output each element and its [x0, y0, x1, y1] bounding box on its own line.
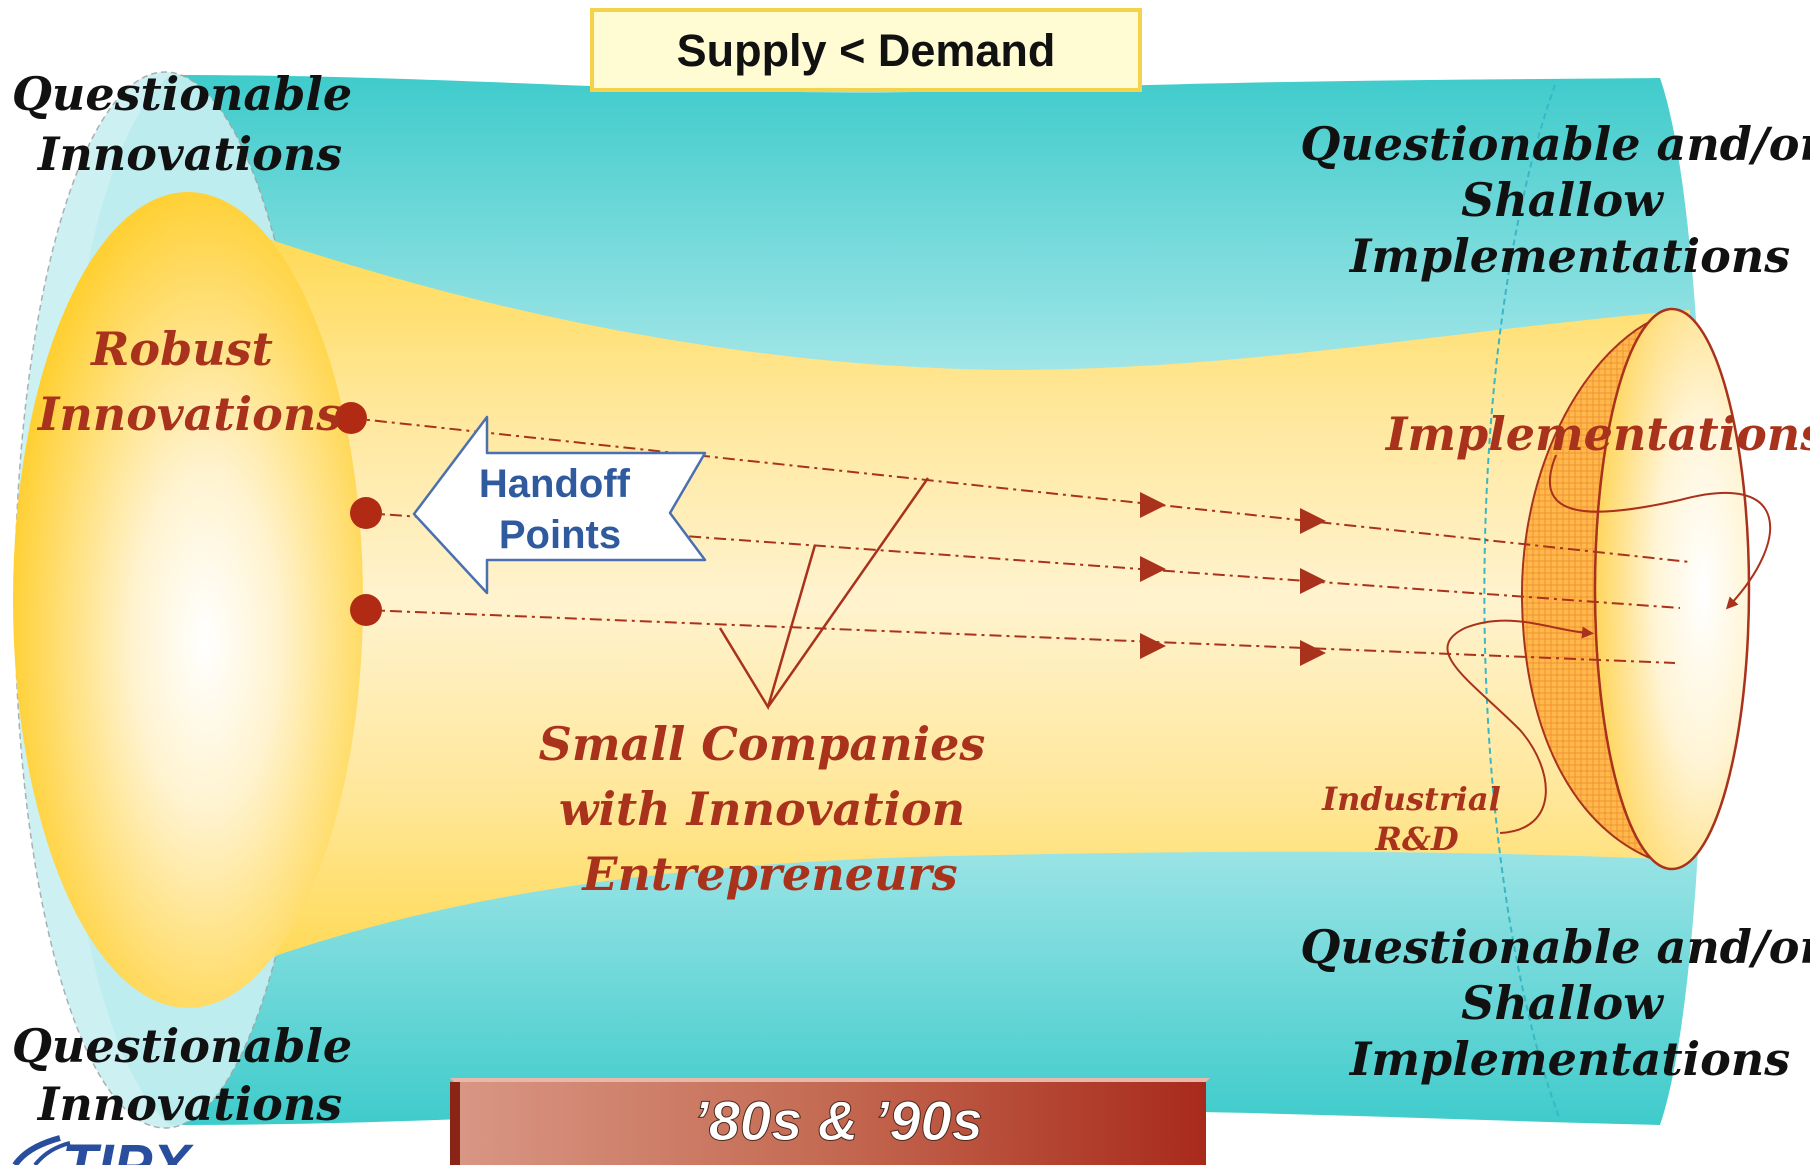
companies-pointer-lines	[718, 477, 930, 711]
bottom-right-questionable-label: Questionable and/or Shallow Implementati…	[1300, 920, 1810, 1086]
label-line: Innovations	[36, 1077, 342, 1131]
tipx-logo: TIPX	[12, 1133, 194, 1165]
small-companies-label: Small Companies with Innovation Entrepre…	[539, 717, 1002, 901]
robust-innovations-label: Robust Innovations	[36, 322, 342, 441]
era-banner: ’80s & ’90s	[450, 1078, 1210, 1165]
label-line: Implementations	[1348, 1032, 1790, 1086]
handoff-point-dot	[350, 497, 382, 529]
label-line: Innovations	[36, 387, 342, 441]
era-banner-body	[450, 1082, 1206, 1165]
label-line: Robust	[89, 322, 273, 376]
industrial-rd-label: Industrial R&D	[1321, 780, 1512, 858]
rd-curl-arrow	[1446, 619, 1594, 834]
top-right-questionable-label: Questionable and/or Shallow Implementati…	[1300, 117, 1810, 283]
handoff-arrow-3	[364, 609, 1676, 664]
label-line: Questionable	[12, 67, 352, 121]
era-banner-label: ’80s & ’90s	[693, 1089, 983, 1152]
right-implementation-ellipse	[1593, 307, 1751, 871]
arrowhead	[1140, 556, 1166, 582]
implementations-curl-arrow	[1549, 454, 1772, 610]
label-line: Shallow	[1461, 976, 1664, 1030]
arrowhead	[1140, 633, 1166, 659]
label-line: Innovations	[36, 127, 342, 181]
logo-swoosh	[12, 1135, 61, 1165]
supply-demand-label: Supply < Demand	[677, 25, 1056, 76]
handoff-point-dot	[350, 594, 382, 626]
teal-right-rim	[1483, 84, 1561, 1121]
arrow-heads	[1140, 492, 1326, 666]
label-line: Implementations	[1348, 229, 1790, 283]
yellow-inner-funnel	[185, 210, 1690, 990]
label-line: with Innovation	[559, 782, 965, 836]
logo-text: TIPX	[62, 1133, 194, 1165]
handoff-block-arrow	[412, 415, 707, 595]
arrowhead	[1300, 508, 1326, 534]
supply-demand-box	[590, 8, 1142, 92]
implementations-label: Implementations	[1384, 407, 1810, 461]
bottom-left-questionable-label: Questionable Innovations	[12, 1019, 368, 1131]
era-banner-bevel	[450, 1078, 1210, 1083]
label-line: Entrepreneurs	[580, 847, 957, 901]
left-robust-ellipse	[13, 192, 363, 1008]
label-line: Questionable and/or	[1300, 117, 1810, 171]
top-left-questionable-label: Questionable Innovations	[12, 67, 368, 181]
label-line: Small Companies	[539, 717, 986, 771]
era-banner-edge	[450, 1082, 460, 1165]
handoff-points-label: Handoff Points	[479, 462, 641, 557]
label-line: R&D	[1374, 820, 1458, 858]
label-line: Questionable	[12, 1019, 352, 1073]
label-line: Shallow	[1461, 173, 1664, 227]
label-line: Handoff	[479, 462, 631, 506]
arrowhead	[1140, 492, 1166, 518]
logo-swoosh	[33, 1141, 71, 1165]
arrowhead	[1300, 568, 1326, 594]
arrowhead	[1300, 640, 1326, 666]
label-line: Points	[499, 513, 621, 557]
handoff-point-dot	[335, 402, 367, 434]
label-line: Questionable and/or	[1300, 920, 1810, 974]
label-line: Industrial	[1321, 780, 1501, 818]
